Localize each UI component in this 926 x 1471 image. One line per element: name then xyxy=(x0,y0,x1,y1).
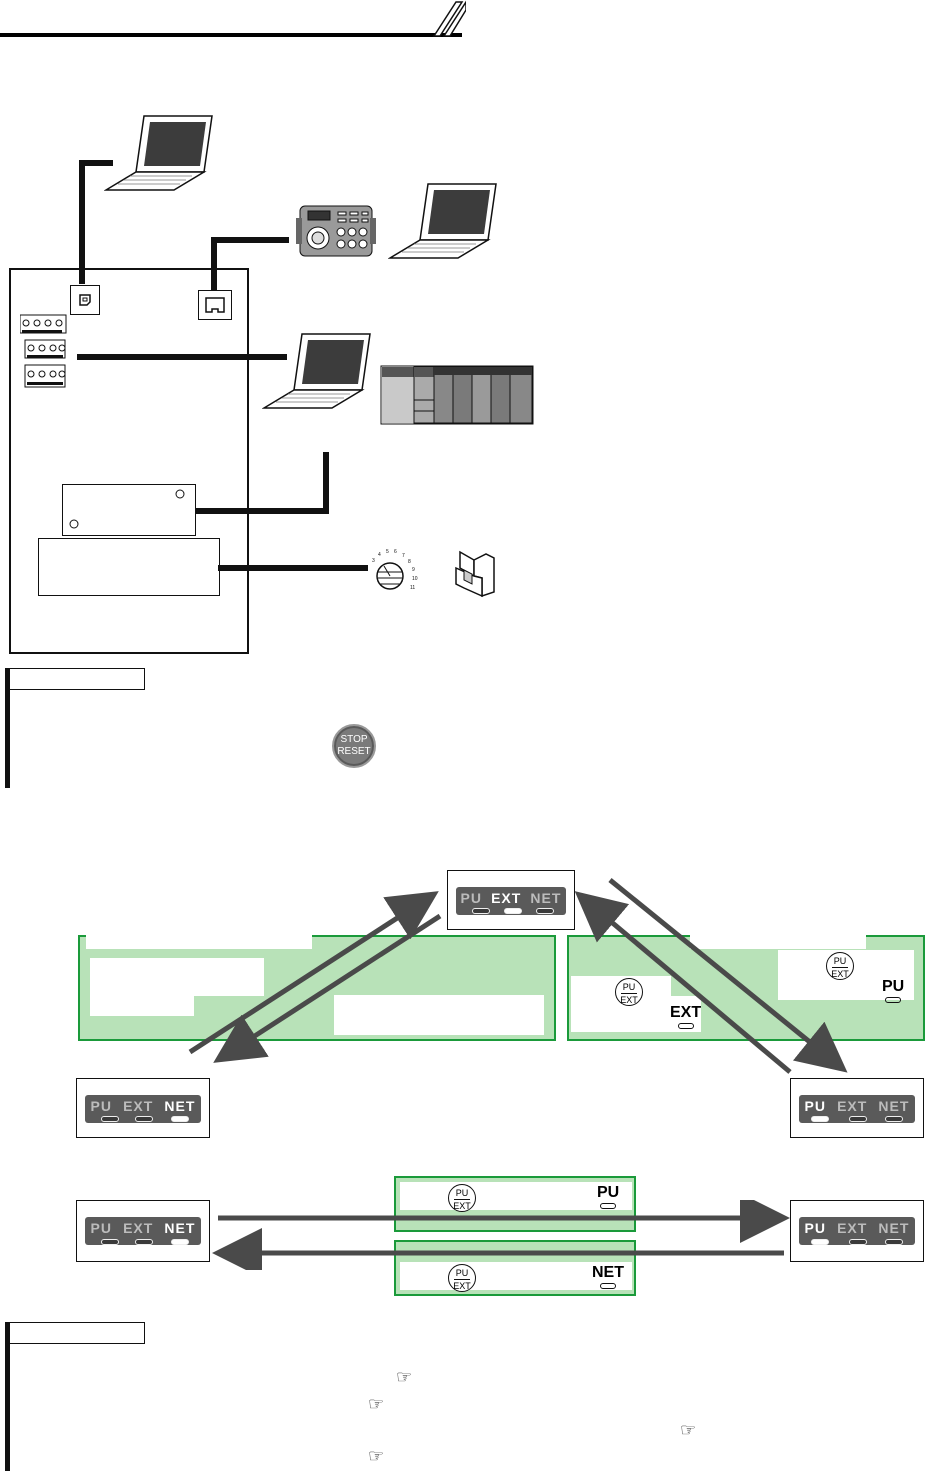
switch-icon xyxy=(455,550,495,598)
svg-text:3: 3 xyxy=(372,558,375,564)
cable-option xyxy=(196,508,329,514)
svg-text:10: 10 xyxy=(412,576,418,582)
svg-text:8: 8 xyxy=(408,559,411,565)
pu-indicator-mini: PU xyxy=(882,978,904,1003)
control-terminal-panel xyxy=(38,538,220,596)
rj45-port-icon xyxy=(205,297,225,313)
option-card xyxy=(62,484,196,536)
panel-field xyxy=(90,996,194,1016)
laptop-pu-icon xyxy=(388,183,497,259)
switch-arrows xyxy=(212,1200,790,1270)
laptop-rs485-icon xyxy=(262,333,371,409)
net-indicator-mini: NET xyxy=(592,1264,624,1289)
panel-field xyxy=(400,1182,632,1210)
panel-field xyxy=(90,958,264,996)
cable-usb xyxy=(79,160,113,166)
svg-text:6: 6 xyxy=(394,549,397,555)
note-bar xyxy=(5,668,10,788)
reference-hand-icon: ☞ xyxy=(368,1446,385,1466)
mode-arrows xyxy=(188,878,848,1074)
ext-indicator-mini: EXT xyxy=(670,1004,701,1029)
svg-text:4: 4 xyxy=(378,552,381,558)
pu-indicator-mini: PU xyxy=(597,1184,619,1209)
header-slash-icon xyxy=(432,0,466,37)
note-tab xyxy=(5,1322,145,1344)
panel-field xyxy=(334,995,544,1035)
cable-pu xyxy=(211,237,217,291)
panel-field xyxy=(400,1262,632,1290)
terminal-block xyxy=(20,314,67,388)
cable-pu xyxy=(211,237,289,243)
panel-tab xyxy=(86,929,312,949)
panel-tab xyxy=(690,929,866,949)
svg-text:11: 11 xyxy=(410,585,415,591)
usb-connector xyxy=(70,285,100,315)
usb-b-icon xyxy=(79,294,91,306)
svg-text:9: 9 xyxy=(412,567,415,573)
note-bar xyxy=(5,1322,10,1471)
note-tab xyxy=(5,668,145,690)
laptop-usb-icon xyxy=(104,115,213,191)
cable-option xyxy=(323,452,329,514)
header-rule xyxy=(0,33,462,37)
svg-text:5: 5 xyxy=(386,549,389,555)
cable-rs485 xyxy=(77,354,287,360)
svg-text:7: 7 xyxy=(402,553,405,559)
cable-usb xyxy=(79,160,85,284)
plc-rack-icon xyxy=(380,365,534,425)
parameter-unit-icon xyxy=(296,205,376,257)
reference-hand-icon: ☞ xyxy=(680,1420,697,1440)
reference-hand-icon: ☞ xyxy=(368,1394,385,1414)
cable-external xyxy=(218,565,368,571)
reference-hand-icon: ☞ xyxy=(396,1367,413,1387)
option-card-holes xyxy=(69,489,185,529)
rj45-connector xyxy=(198,290,232,320)
